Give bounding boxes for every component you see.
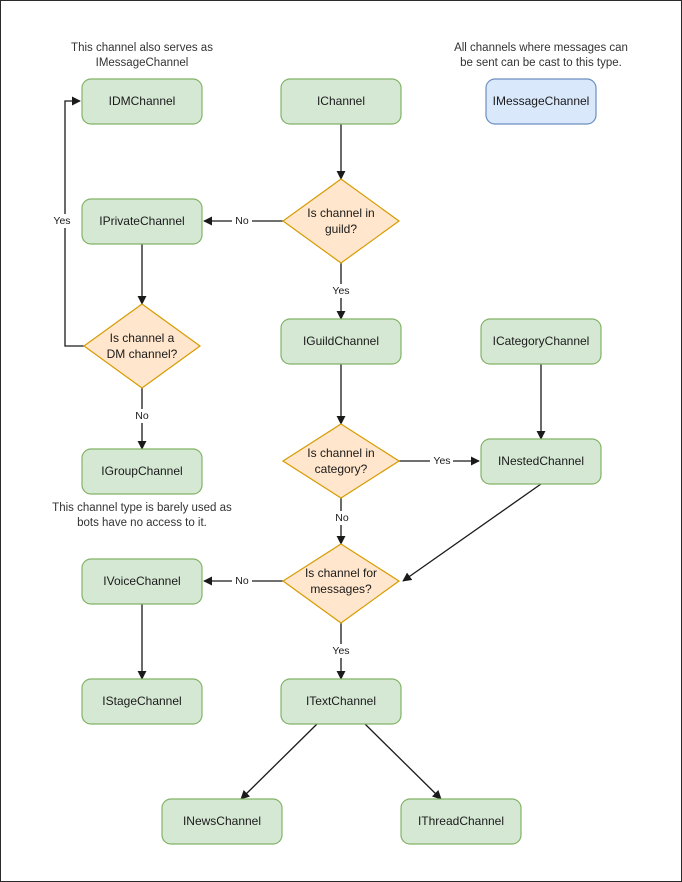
edge-text-news — [240, 723, 318, 800]
node-iprivatechannel-shape[interactable] — [81, 198, 203, 245]
node-idmchannel-label: IDMChannel — [109, 94, 176, 108]
node-iprivatechannel[interactable]: IPrivateChannel — [81, 198, 203, 245]
node-inewschannel-label: INewsChannel — [183, 814, 261, 828]
node-imessagechannel-label: IMessageChannel — [493, 94, 590, 108]
note-imessagechannel-line1: All channels where messages can — [454, 42, 628, 54]
edge-text-thread — [364, 723, 442, 800]
edge-label-guild-no: No — [235, 215, 249, 227]
node-is-channel-in-category[interactable]: Is channel in category? — [281, 423, 401, 499]
node-is-channel-for-messages-line1: Is channel for — [305, 566, 377, 580]
node-iguildchannel[interactable]: IGuildChannel — [280, 318, 402, 365]
node-is-channel-a-dm-channel-shape[interactable] — [82, 303, 202, 389]
node-ithreadchannel-label: IThreadChannel — [418, 814, 504, 828]
node-itextchannel[interactable]: ITextChannel — [280, 678, 402, 725]
node-igroupchannel[interactable]: IGroupChannel — [81, 448, 203, 495]
node-inestedchannel[interactable]: INestedChannel — [480, 438, 602, 485]
node-is-channel-a-dm-channel-line2: DM channel? — [107, 347, 178, 361]
node-ivoicechannel[interactable]: IVoiceChannel — [81, 558, 203, 605]
node-is-channel-for-messages-line2: messages? — [310, 582, 372, 596]
node-is-channel-in-guild[interactable]: Is channel in guild? — [281, 178, 401, 264]
node-is-channel-a-dm-channel-line1: Is channel a — [110, 331, 175, 345]
node-imessagechannel[interactable]: IMessageChannel — [485, 78, 597, 125]
edge-labels-layer: No Yes Yes No Yes No No Yes — [52, 214, 453, 658]
edge-nested-messages — [402, 483, 542, 582]
node-is-channel-for-messages-shape[interactable] — [281, 543, 401, 624]
node-istagechannel[interactable]: IStageChannel — [81, 678, 203, 725]
node-itextchannel-shape[interactable] — [280, 678, 402, 725]
node-istagechannel-shape[interactable] — [81, 678, 203, 725]
note-imessagechannel-line2: be sent can be cast to this type. — [460, 57, 622, 69]
node-inestedchannel-shape[interactable] — [480, 438, 602, 485]
node-icategorychannel-label: ICategoryChannel — [493, 334, 590, 348]
note-idmchannel-line1: This channel also serves as — [71, 42, 213, 54]
node-idmchannel[interactable]: IDMChannel — [81, 78, 203, 125]
edge-label-guild-yes: Yes — [332, 285, 349, 297]
node-is-channel-in-guild-line2: guild? — [325, 222, 357, 236]
edge-label-messages-yes: Yes — [332, 645, 349, 657]
node-iguildchannel-label: IGuildChannel — [303, 334, 379, 348]
node-icategorychannel-shape[interactable] — [480, 318, 602, 365]
node-ivoicechannel-shape[interactable] — [81, 558, 203, 605]
node-igroupchannel-shape[interactable] — [81, 448, 203, 495]
node-inewschannel-shape[interactable] — [161, 798, 283, 845]
node-iguildchannel-shape[interactable] — [280, 318, 402, 365]
node-is-channel-in-category-shape[interactable] — [281, 423, 401, 499]
node-is-channel-in-guild-line1: Is channel in — [307, 206, 374, 220]
node-itextchannel-label: ITextChannel — [306, 694, 376, 708]
node-ichannel-shape[interactable] — [280, 78, 402, 125]
node-icategorychannel[interactable]: ICategoryChannel — [480, 318, 602, 365]
note-idmchannel-line2: IMessageChannel — [96, 57, 189, 69]
node-ichannel-label: IChannel — [317, 94, 365, 108]
node-is-channel-a-dm-channel[interactable]: Is channel a DM channel? — [82, 303, 202, 389]
node-inestedchannel-label: INestedChannel — [498, 454, 584, 468]
note-igroupchannel-line1: This channel type is barely used as — [52, 502, 232, 514]
node-inewschannel[interactable]: INewsChannel — [161, 798, 283, 845]
node-istagechannel-label: IStageChannel — [102, 694, 181, 708]
node-iprivatechannel-label: IPrivateChannel — [99, 214, 184, 228]
edge-label-category-no: No — [335, 512, 349, 524]
note-igroupchannel-line2: bots have no access to it. — [77, 517, 207, 529]
node-ichannel[interactable]: IChannel — [280, 78, 402, 125]
node-is-channel-in-category-line1: Is channel in — [307, 446, 374, 460]
edge-label-dm-no: No — [135, 410, 149, 422]
node-idmchannel-shape[interactable] — [81, 78, 203, 125]
node-is-channel-in-guild-shape[interactable] — [281, 178, 401, 264]
node-is-channel-in-category-line2: category? — [315, 462, 368, 476]
edge-label-messages-no: No — [235, 575, 249, 587]
node-ithreadchannel[interactable]: IThreadChannel — [400, 798, 522, 845]
nodes-layer: IDMChannel IChannel IMessageChannel IPri… — [81, 78, 602, 845]
node-ithreadchannel-shape[interactable] — [400, 798, 522, 845]
notes-layer: This channel also serves as IMessageChan… — [52, 42, 628, 529]
node-igroupchannel-label: IGroupChannel — [101, 464, 182, 478]
node-is-channel-for-messages[interactable]: Is channel for messages? — [281, 543, 401, 624]
node-ivoicechannel-label: IVoiceChannel — [103, 574, 180, 588]
edge-label-category-yes: Yes — [433, 455, 450, 467]
node-imessagechannel-shape[interactable] — [485, 78, 597, 125]
edge-label-dm-yes: Yes — [53, 215, 70, 227]
